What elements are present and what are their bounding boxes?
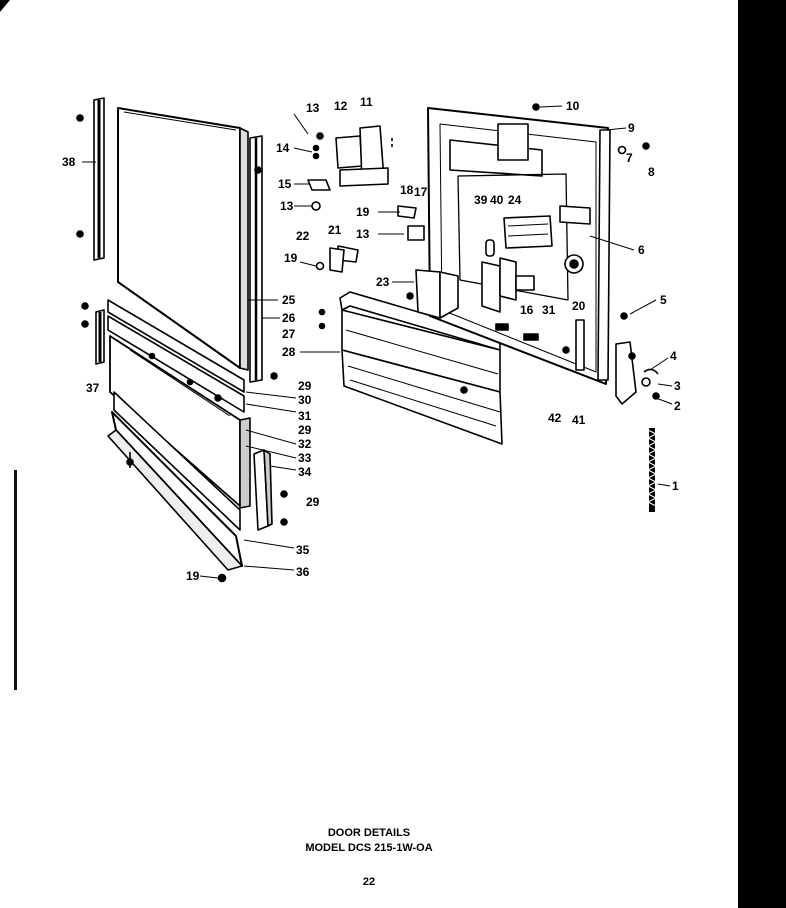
part-1-spring — [647, 428, 657, 512]
callout-2: 2 — [674, 399, 681, 413]
callout-13-a: 13 — [306, 101, 320, 115]
callout-29-a: 29 — [298, 379, 312, 393]
callout-15: 15 — [278, 177, 292, 191]
part-26-trim — [249, 135, 278, 383]
callout-13-b: 13 — [280, 199, 294, 213]
callout-1: 1 — [672, 479, 679, 493]
scan-edge-line — [14, 470, 17, 690]
callout-13-c: 13 — [356, 227, 370, 241]
part-28-channel — [339, 291, 503, 445]
callout-26: 26 — [282, 311, 296, 325]
callout-41: 41 — [572, 413, 586, 427]
door-panel — [117, 107, 249, 371]
callout-19-b: 19 — [284, 251, 298, 265]
callout-38: 38 — [62, 155, 76, 169]
callout-17: 17 — [414, 185, 428, 199]
callout-31-a: 31 — [298, 409, 312, 423]
part-23-hinge — [406, 269, 459, 319]
fasteners — [214, 103, 650, 583]
callout-24: 24 — [508, 193, 522, 207]
callout-3: 3 — [674, 379, 681, 393]
right-hinge — [615, 341, 660, 405]
corner-mark — [0, 0, 10, 12]
callout-6: 6 — [638, 243, 645, 257]
callout-labels: 1 2 3 4 5 6 7 8 9 10 11 12 13 13 13 14 1… — [62, 95, 681, 583]
callout-34: 34 — [298, 465, 312, 479]
bottom-channels — [107, 299, 251, 571]
callout-18: 18 — [400, 183, 414, 197]
callout-11: 11 — [360, 95, 373, 109]
part-38-strip — [76, 97, 105, 261]
callout-28: 28 — [282, 345, 296, 359]
inner-door-liner — [427, 107, 611, 385]
callout-42: 42 — [548, 411, 562, 425]
callout-30: 30 — [298, 393, 312, 407]
callout-8: 8 — [648, 165, 655, 179]
exploded-door-diagram: 1 2 3 4 5 6 7 8 9 10 11 12 13 13 13 14 1… — [62, 95, 681, 583]
latch-assembly — [312, 125, 393, 187]
part-34-block — [253, 449, 273, 531]
callout-5: 5 — [660, 293, 667, 307]
callout-29-b: 29 — [298, 423, 312, 437]
callout-37: 37 — [86, 381, 100, 395]
callout-19-c: 19 — [186, 569, 200, 583]
callout-35: 35 — [296, 543, 310, 557]
callout-32: 32 — [298, 437, 312, 451]
callout-40: 40 — [490, 193, 504, 207]
model-number: MODEL DCS 215-1W-OA — [305, 842, 433, 854]
callout-16: 16 — [520, 303, 534, 317]
callout-20: 20 — [572, 299, 586, 313]
callout-23: 23 — [376, 275, 390, 289]
callout-19-a: 19 — [356, 205, 370, 219]
page-number: 22 — [362, 876, 376, 888]
callout-9: 9 — [628, 121, 635, 135]
diagram-title: DOOR DETAILS — [327, 827, 411, 839]
part-37-strip — [81, 302, 105, 365]
callout-12: 12 — [334, 99, 348, 113]
callout-22: 22 — [296, 229, 310, 243]
callout-39: 39 — [474, 193, 488, 207]
callout-21: 21 — [328, 223, 342, 237]
callout-27: 27 — [282, 327, 296, 341]
scan-edge-bar — [738, 0, 786, 908]
callout-25: 25 — [282, 293, 296, 307]
callout-31-b: 31 — [542, 303, 556, 317]
callout-4: 4 — [670, 349, 677, 363]
callout-7: 7 — [626, 151, 633, 165]
callout-10: 10 — [566, 99, 580, 113]
callout-29-c: 29 — [306, 495, 320, 509]
callout-36: 36 — [296, 565, 310, 579]
callout-14: 14 — [276, 141, 290, 155]
callout-33: 33 — [298, 451, 312, 465]
leader-lines — [82, 105, 673, 579]
